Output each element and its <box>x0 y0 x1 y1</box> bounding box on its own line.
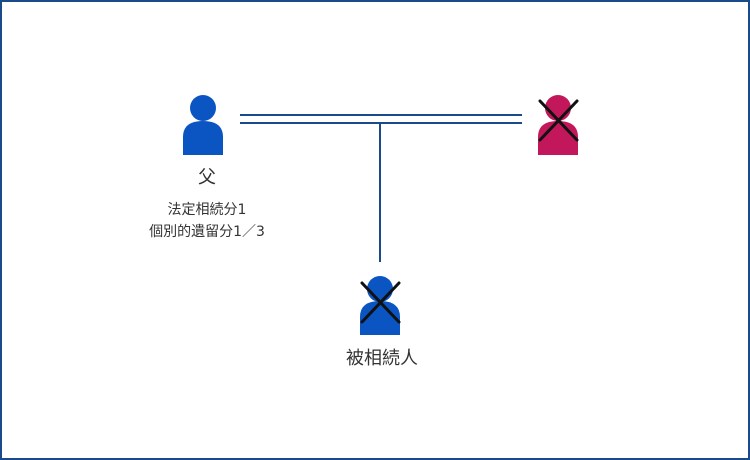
deceased-person-icon <box>360 276 401 335</box>
father-label: 父 <box>198 167 216 188</box>
father-share-text: 法定相続分1 個別的遺留分1／3 <box>122 199 292 243</box>
mother-cross-icon <box>538 99 579 142</box>
mother-person-icon <box>538 95 579 155</box>
deceased-cross-icon <box>360 281 401 324</box>
deceased-label: 被相続人 <box>346 348 418 369</box>
father-legal-share: 法定相続分1 <box>167 202 247 218</box>
father-person-icon <box>183 95 223 155</box>
father-reserved-share: 個別的遺留分1／3 <box>149 224 265 240</box>
